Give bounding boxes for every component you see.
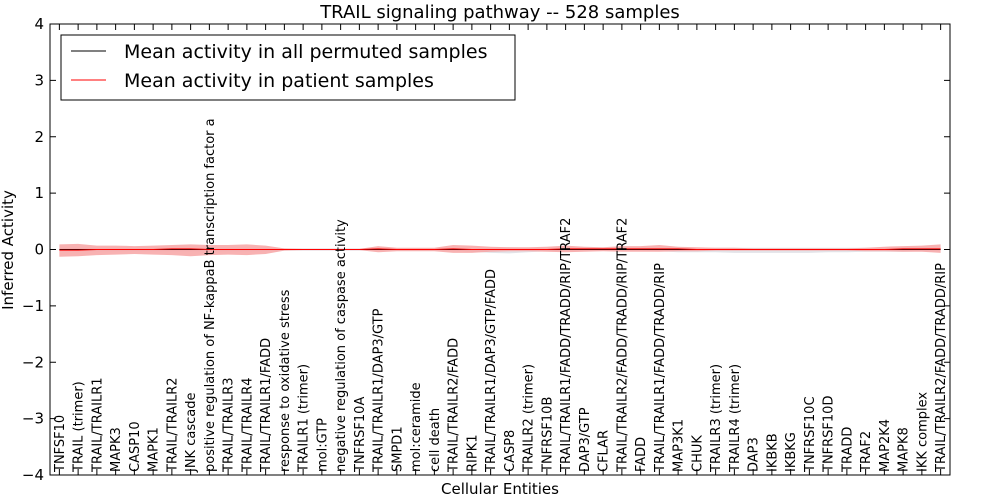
- y-tick-label: −1: [22, 297, 44, 315]
- y-tick-label: 0: [34, 241, 44, 259]
- y-tick-label: −2: [22, 353, 44, 371]
- x-tick-label: MAP3K1: [672, 419, 687, 472]
- x-tick-label: TRAIL (trimer): [72, 381, 87, 473]
- x-tick-label: response to oxidative stress: [278, 289, 293, 472]
- x-tick-label: TRAIL/TRAILR1/FADD/TRADD/RIP/TRAF2: [559, 218, 574, 473]
- x-tick-label: IKBKG: [784, 432, 799, 472]
- x-tick-label: TRAIL/TRAILR1/DAP3/GTP/FADD: [484, 269, 499, 473]
- x-tick-label: TRAIL/TRAILR2/FADD/TRADD/RIP: [934, 263, 949, 473]
- x-tick-label: TRADD: [840, 427, 855, 473]
- chart-title: TRAIL signaling pathway -- 528 samples: [319, 2, 680, 23]
- x-tick-label: DAP3: [747, 437, 762, 472]
- x-tick-label: TRAIL/TRAILR1/FADD: [259, 338, 274, 473]
- x-tick-label: mol:GTP: [315, 418, 330, 472]
- y-tick-label: 4: [34, 15, 44, 33]
- x-axis-label: Cellular Entities: [441, 480, 559, 498]
- x-tick-label: MAP2K4: [878, 419, 893, 472]
- x-tick-label: JNK cascade: [184, 393, 199, 473]
- patient-line: [59, 248, 941, 251]
- x-tick-label: TRAIL/TRAILR1: [90, 377, 105, 473]
- x-tick-label: CHUK: [690, 435, 705, 472]
- x-tick-label: TRAILR4 (trimer): [728, 364, 743, 473]
- x-tick-label: TRAF2: [859, 431, 874, 473]
- y-tick-label: 2: [34, 128, 44, 146]
- x-tick-label: TRAILR2 (trimer): [522, 364, 537, 473]
- y-tick-label: 1: [34, 184, 44, 202]
- x-tick-label: TRAIL/TRAILR1/FADD/TRADD/RIP: [653, 263, 668, 473]
- x-tick-label: SMPD1: [390, 426, 405, 472]
- x-tick-label: cell death: [428, 408, 443, 472]
- x-tick-label: TNFRSF10A: [353, 397, 368, 473]
- x-tick-label: CFLAR: [597, 430, 612, 472]
- x-tick-label: mol:ceramide: [409, 382, 424, 472]
- x-tick-label: CASP8: [503, 430, 518, 472]
- legend-patient-label: Mean activity in patient samples: [124, 70, 434, 92]
- legend: Mean activity in all permuted samplesMea…: [60, 34, 516, 101]
- x-tick-label: MAPK3: [109, 427, 124, 472]
- x-tick-label: TNFRSF10C: [803, 396, 818, 473]
- y-tick-label: −3: [22, 410, 44, 428]
- x-tick-label: DAP3/GTP: [578, 407, 593, 472]
- x-tick-label: IKK complex: [915, 392, 930, 472]
- x-tick-label: negative regulation of caspase activity: [334, 219, 349, 472]
- x-tick-label: FADD: [634, 437, 649, 472]
- legend-permuted-label: Mean activity in all permuted samples: [124, 41, 487, 63]
- y-tick-label: −4: [22, 466, 44, 484]
- x-tick-label: TNFSF10: [53, 415, 68, 473]
- x-tick-label: TNFRSF10D: [822, 396, 837, 473]
- x-tick-label: MAPK8: [897, 427, 912, 472]
- x-tick-label: TRAILR1 (trimer): [297, 364, 312, 473]
- y-axis-label: Inferred Activity: [0, 190, 17, 310]
- x-tick-label: CASP10: [128, 421, 143, 472]
- x-tick-label: RIPK1: [465, 434, 480, 472]
- x-tick-label: MAPK1: [147, 427, 162, 472]
- x-tick-label: TRAILR3 (trimer): [709, 364, 724, 473]
- x-tick-label: IKBKB: [765, 433, 780, 472]
- legend-box: [60, 34, 516, 101]
- x-tick-label: TRAIL/TRAILR1/DAP3/GTP: [372, 308, 387, 473]
- x-tick-label: TRAIL/TRAILR4: [240, 377, 255, 473]
- x-tick-label: positive regulation of NF-kappaB transcr…: [203, 118, 218, 472]
- x-tick-label: TRAIL/TRAILR2/FADD/TRADD/RIP/TRAF2: [615, 218, 630, 473]
- x-tick-label: TRAIL/TRAILR2/FADD: [447, 338, 462, 473]
- patient-band: [59, 243, 941, 257]
- y-tick-label: 3: [34, 71, 44, 89]
- x-tick-label: TRAIL/TRAILR3: [222, 377, 237, 473]
- x-tick-label: TRAIL/TRAILR2: [165, 377, 180, 473]
- x-tick-label: TNFRSF10B: [540, 397, 555, 473]
